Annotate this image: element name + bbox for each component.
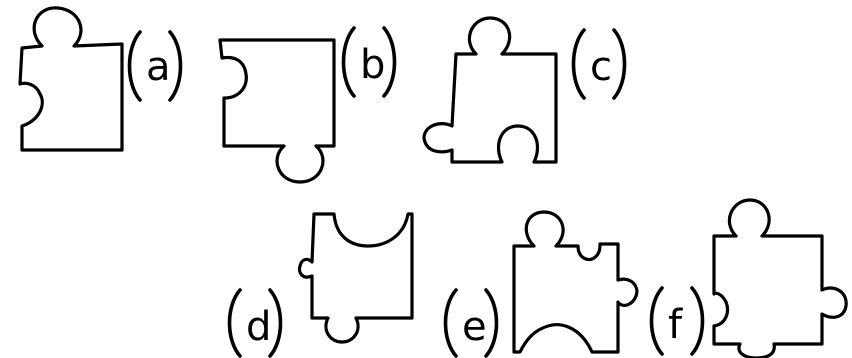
svg-text:f: f — [668, 302, 683, 348]
label-e: e — [446, 290, 497, 356]
puzzle-piece-a — [20, 8, 122, 150]
puzzle-piece-e — [514, 212, 637, 352]
svg-text:a: a — [146, 44, 171, 90]
label-a: a — [130, 32, 181, 100]
label-c: c — [574, 30, 625, 98]
svg-text:e: e — [462, 304, 487, 350]
label-f: f — [652, 288, 703, 354]
svg-text:c: c — [590, 44, 612, 90]
svg-text:d: d — [246, 304, 271, 350]
puzzle-piece-b — [220, 40, 334, 182]
svg-text:b: b — [360, 42, 385, 88]
label-b: b — [344, 28, 395, 96]
puzzle-piece-d — [300, 214, 413, 342]
label-d: d — [230, 290, 281, 356]
puzzle-piece-c — [424, 18, 556, 162]
puzzle-piece-f — [714, 200, 846, 358]
